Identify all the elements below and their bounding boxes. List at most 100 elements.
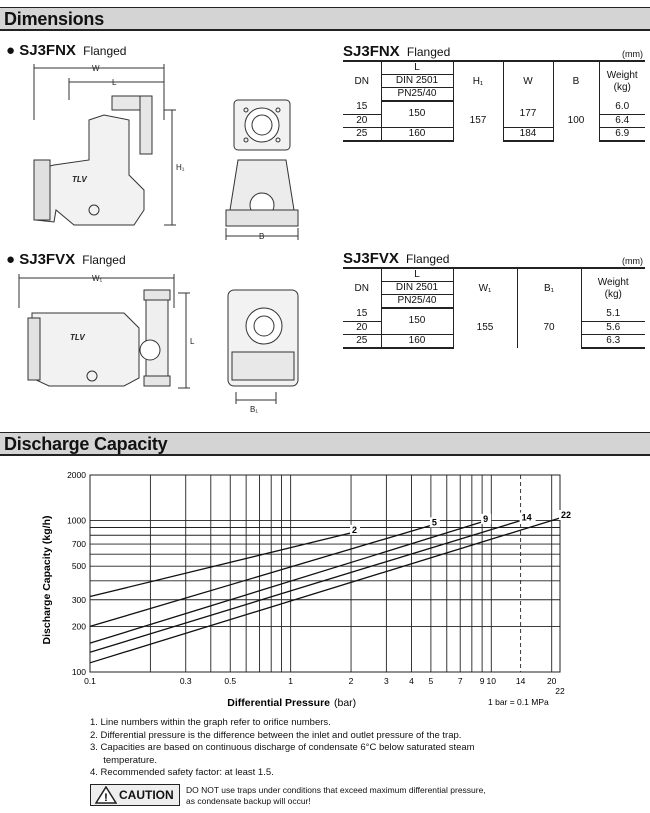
fnx-w-cell: 184 xyxy=(502,127,554,142)
y-tick-label: 500 xyxy=(72,561,86,571)
fvx-b1-label: B₁ xyxy=(250,405,258,414)
note-4: 4. Recommended safety factor: at least 1… xyxy=(90,767,274,778)
fnx-drawing: W L H₁ B TLV xyxy=(33,64,299,240)
x-tick-label: 20 xyxy=(547,676,557,686)
fvx-table-heading: SJ3FVX Flanged xyxy=(343,250,449,267)
fnx-w-header: W xyxy=(502,60,554,101)
notes: 1. Line numbers within the graph refer t… xyxy=(90,717,475,780)
series-label-bg xyxy=(481,513,492,524)
fnx-weight-cell: 6.9 xyxy=(598,127,645,142)
fvx-l-label: L xyxy=(190,337,195,346)
series-label-bg xyxy=(519,512,536,523)
fnx-b-cell: 100 xyxy=(552,101,600,141)
fvx-spec-table: DN L W₁ B₁ Weight (kg) DIN 2501 PN25/40 … xyxy=(343,267,645,349)
x-tick-label: 22 xyxy=(555,686,565,696)
fvx-pn-header: PN25/40 xyxy=(380,294,454,309)
fvx-weight-cell: 6.3 xyxy=(580,334,645,349)
fnx-type-label: Flanged xyxy=(83,44,127,58)
fnx-l-header: L xyxy=(380,60,454,75)
y-tick-label: 300 xyxy=(72,595,86,605)
x-tick-label: 3 xyxy=(384,676,389,686)
note-2: 2. Differential pressure is the differen… xyxy=(90,729,462,741)
y-tick-label: 2000 xyxy=(67,470,86,480)
fnx-weight-header: Weight (kg) xyxy=(598,60,645,101)
x-axis-label: Differential Pressure xyxy=(227,697,330,709)
series-label-bg xyxy=(429,517,440,528)
x-tick-label: 10 xyxy=(487,676,497,686)
x-tick-label: 0.1 xyxy=(84,676,96,686)
fnx-b-header: B xyxy=(552,60,600,101)
fvx-w1-cell: 155 xyxy=(452,308,518,348)
series-line-9 xyxy=(89,521,483,644)
fvx-w1-label: W₁ xyxy=(92,274,103,283)
x-tick-label: 9 xyxy=(480,676,485,686)
dimensions-banner: Dimensions xyxy=(0,7,650,31)
fvx-weight-header: Weight (kg) xyxy=(580,267,645,308)
fnx-units: (mm) xyxy=(622,49,643,59)
series-label-14: 14 xyxy=(522,513,532,523)
fnx-table-heading: SJ3FNX Flanged xyxy=(343,43,450,60)
x-tick-label: 0.5 xyxy=(224,676,236,686)
fvx-dn-cell: 15 xyxy=(343,308,382,322)
caution-label: CAUTION xyxy=(119,788,174,802)
fnx-weight-label: Weight xyxy=(606,69,638,81)
fnx-dn-cell: 20 xyxy=(343,114,382,128)
y-tick-label: 1000 xyxy=(67,516,86,526)
fnx-weight-cell: 6.4 xyxy=(598,114,645,128)
fnx-weight-cell: 6.0 xyxy=(598,101,645,115)
fnx-w-label: W xyxy=(92,64,100,73)
caution-text: DO NOT use traps under conditions that e… xyxy=(186,785,486,807)
fvx-drawing: W₁ L B₁ TLV xyxy=(18,274,299,414)
fvx-model-name: SJ3FVX xyxy=(19,251,76,268)
bullet-icon: ● xyxy=(6,42,16,59)
fnx-l-label: L xyxy=(112,78,117,87)
series-label-5: 5 xyxy=(432,517,437,527)
fnx-h1-cell: 157 xyxy=(452,101,504,141)
y-tick-label: 700 xyxy=(72,539,86,549)
fvx-type-label: Flanged xyxy=(82,253,126,267)
x-tick-label: 5 xyxy=(429,676,434,686)
fvx-dn-cell: 20 xyxy=(343,321,382,335)
fvx-l-cell: 160 xyxy=(380,334,454,349)
y-tick-label: 200 xyxy=(72,621,86,631)
note-1: 1. Line numbers within the graph refer t… xyxy=(90,717,331,728)
fnx-table-model: SJ3FNX xyxy=(343,43,400,60)
fnx-dn-cell: 25 xyxy=(343,127,382,142)
fvx-units: (mm) xyxy=(622,256,643,266)
series-label-2: 2 xyxy=(352,525,357,535)
conversion-note: 1 bar = 0.1 MPa xyxy=(488,697,549,707)
fnx-weight-unit: (kg) xyxy=(613,81,631,93)
x-tick-label: 2 xyxy=(349,676,354,686)
fnx-l-cell: 160 xyxy=(380,127,454,142)
series-line-2 xyxy=(89,532,352,598)
fvx-b1-cell: 70 xyxy=(516,308,582,348)
x-tick-label: 7 xyxy=(458,676,463,686)
fnx-spec-table: DN L H₁ W B Weight (kg) DIN 2501 PN25/40… xyxy=(343,60,645,142)
caution-line-2: as condensate backup will occur! xyxy=(186,796,311,806)
dimensions-title: Dimensions xyxy=(4,9,105,29)
x-tick-label: 1 xyxy=(288,676,293,686)
fvx-weight-cell: 5.1 xyxy=(580,308,645,322)
discharge-title: Discharge Capacity xyxy=(4,434,168,454)
fnx-drawing-heading: ● SJ3FNX Flanged xyxy=(6,42,126,59)
fnx-logo: TLV xyxy=(72,175,87,184)
note-3-continued: temperature. xyxy=(90,754,158,766)
fnx-din-header: DIN 2501 xyxy=(380,74,454,88)
fvx-din-header: DIN 2501 xyxy=(380,281,454,295)
fvx-weight-unit: (kg) xyxy=(604,288,622,300)
bullet-icon: ● xyxy=(6,251,16,268)
series-line-22 xyxy=(89,517,561,664)
fvx-table-type: Flanged xyxy=(406,252,450,266)
fvx-drawing-heading: ● SJ3FVX Flanged xyxy=(6,251,126,268)
note-3: 3. Capacities are based on continuous di… xyxy=(90,742,475,753)
fvx-dn-cell: 25 xyxy=(343,334,382,349)
svg-text:!: ! xyxy=(104,792,108,804)
x-axis-unit: (bar) xyxy=(334,697,356,709)
discharge-banner: Discharge Capacity xyxy=(0,432,650,456)
fvx-logo: TLV xyxy=(70,333,85,342)
series-label-22: 22 xyxy=(561,510,571,520)
series-label-bg xyxy=(559,510,575,521)
